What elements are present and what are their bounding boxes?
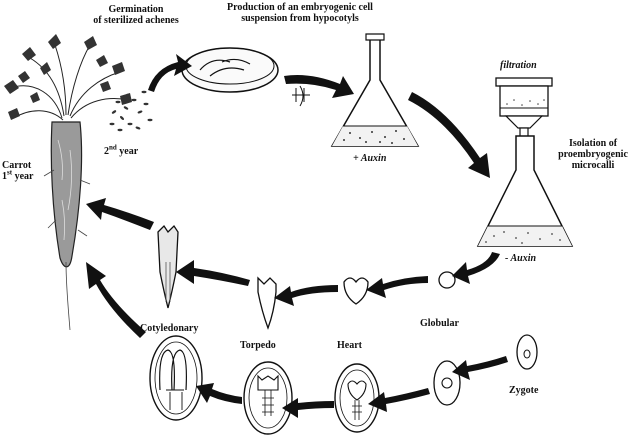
ovule-icon xyxy=(243,361,293,435)
carrot-plant-icon xyxy=(4,34,132,331)
isolation-line-1: Isolation of xyxy=(568,138,618,149)
isolation-line-3: microcalli xyxy=(571,160,615,171)
torpedo-embryo-icon xyxy=(257,276,277,330)
first-year: 1st year xyxy=(2,168,34,182)
isolation-label: Isolation of proembryogenic microcalli xyxy=(550,138,636,171)
ovule-icon xyxy=(516,334,538,370)
isolation-line-2: proembryogenic xyxy=(558,149,628,160)
plus-auxin-label: + Auxin xyxy=(353,153,387,164)
ovule-icon xyxy=(433,360,461,406)
curved-arrow-icon xyxy=(86,54,508,418)
carrot-first-year-label: Carrot 1st year xyxy=(2,160,33,182)
seeds-icon xyxy=(109,90,153,132)
ovule-icon xyxy=(149,335,203,421)
erlenmeyer-flask-icon xyxy=(476,135,574,247)
production-label: Production of an embryogenic cell suspen… xyxy=(210,2,390,24)
production-line-2: suspension from hypocotyls xyxy=(241,13,359,24)
hypocotyl-icon xyxy=(292,85,310,107)
germination-label: Germination of sterilized achenes xyxy=(76,4,196,26)
torpedo-label: Torpedo xyxy=(240,340,276,351)
germination-line-2: of sterilized achenes xyxy=(93,15,179,26)
minus-auxin-label: - Auxin xyxy=(505,253,537,264)
production-line-1: Production of an embryogenic cell xyxy=(227,2,373,13)
ovule-icon xyxy=(334,363,380,433)
erlenmeyer-flask-icon xyxy=(330,33,420,147)
cotyledonary-label: Cotyledonary xyxy=(140,323,199,334)
carrot-word: Carrot xyxy=(2,160,32,171)
heart-embryo-icon xyxy=(343,277,369,305)
globular-label: Globular xyxy=(420,318,459,329)
filtration-label: filtration xyxy=(500,60,537,71)
heart-label: Heart xyxy=(337,340,362,351)
germination-line-1: Germination xyxy=(108,4,164,15)
petri-dish-icon xyxy=(181,47,279,93)
globular-embryo-icon xyxy=(438,271,456,289)
seedling-embryo-icon xyxy=(157,224,179,309)
second-year-label: 2nd year xyxy=(104,143,139,157)
zygote-label: Zygote xyxy=(509,385,539,396)
